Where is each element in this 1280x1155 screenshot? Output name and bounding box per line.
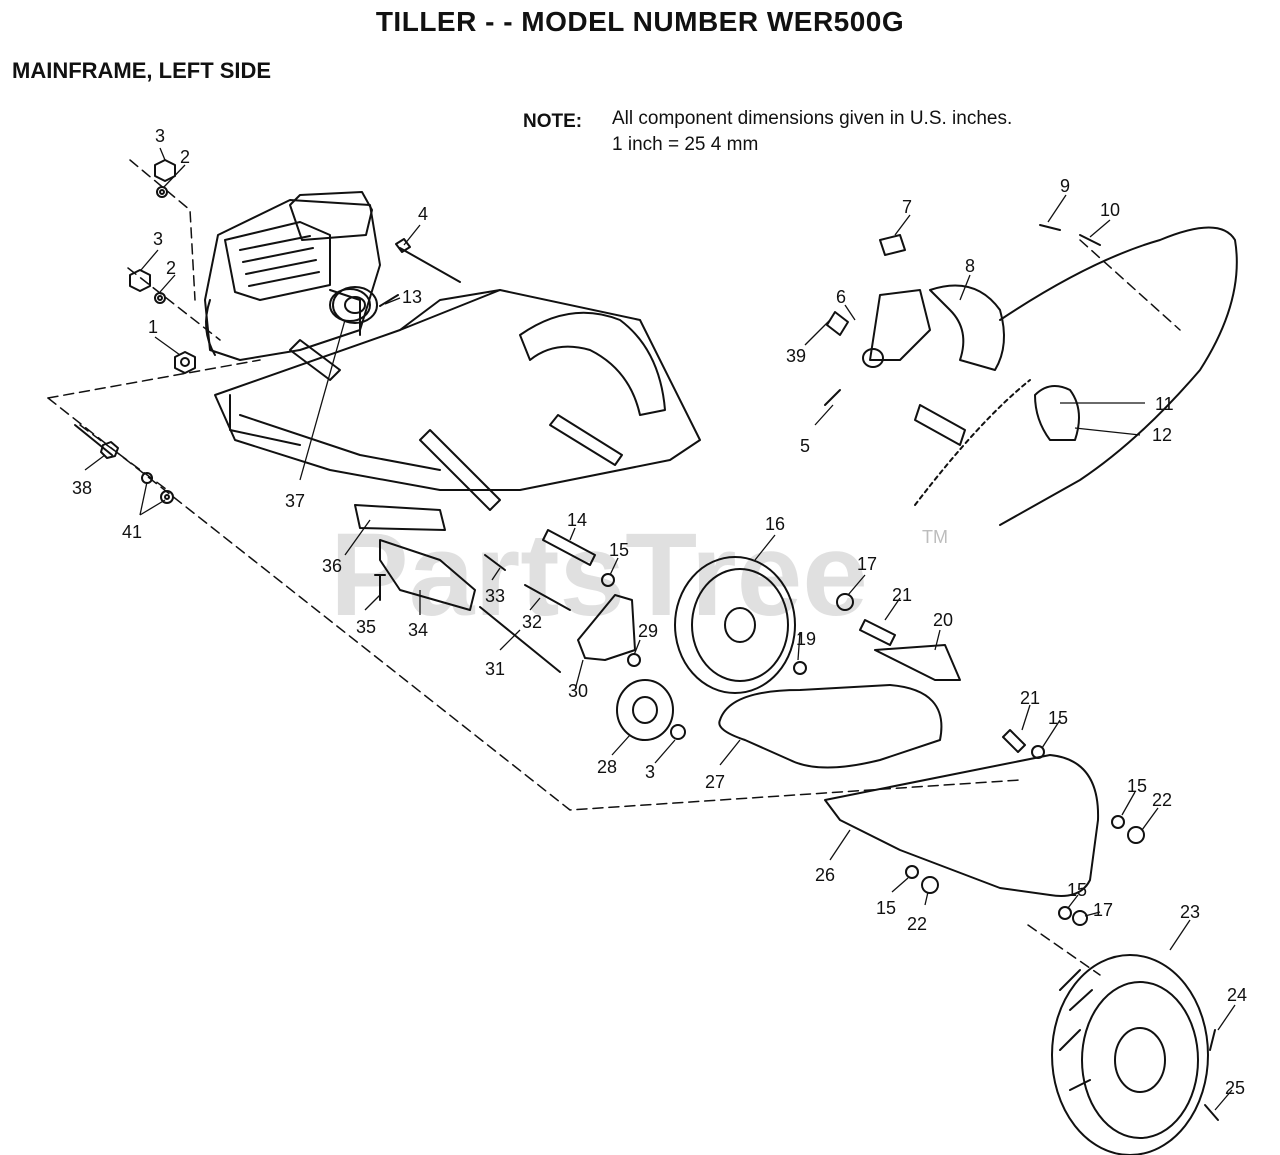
part-13-bolt	[379, 294, 399, 307]
part-15-nut-c	[1111, 815, 1125, 829]
watermark-tm: TM	[922, 527, 948, 547]
callout-32: 32	[522, 612, 542, 632]
part-34-bracket	[379, 539, 476, 611]
callout-13: 13	[402, 287, 422, 307]
callout-24: 24	[1227, 985, 1247, 1005]
part-31-bolt	[479, 606, 561, 673]
callout-3c: 3	[645, 762, 655, 782]
callout-41: 41	[122, 522, 142, 542]
part-21-spacer-b	[1002, 729, 1026, 753]
part-19-washer	[793, 661, 807, 675]
callout-19: 19	[796, 629, 816, 649]
part-27-belt	[718, 684, 943, 769]
callout-numbers: 3 2 3 2 1 4 13 37 38 41 36 35 34 33 32 1…	[72, 126, 1247, 1098]
callout-22b: 22	[907, 914, 927, 934]
part-23-wheel	[1051, 954, 1209, 1155]
note-line-1: All component dimensions given in U.S. i…	[612, 108, 1013, 129]
callout-14: 14	[567, 510, 587, 530]
callout-9: 9	[1060, 176, 1070, 196]
callout-15a: 15	[609, 540, 629, 560]
note-line-2: 1 inch = 25 4 mm	[612, 134, 759, 155]
callout-26: 26	[815, 865, 835, 885]
callout-2b: 2	[166, 258, 176, 278]
callout-4: 4	[418, 204, 428, 224]
callout-21a: 21	[892, 585, 912, 605]
callout-28: 28	[597, 757, 617, 777]
engine	[204, 191, 381, 361]
part-24-pin	[1209, 1029, 1216, 1051]
part-33-bolt	[484, 554, 506, 571]
mainframe	[214, 289, 701, 491]
note-text: All component dimensions given in U.S. i…	[612, 106, 1012, 158]
part-22-cap-a	[1127, 826, 1145, 844]
callout-17a: 17	[857, 554, 877, 574]
callout-1: 1	[148, 317, 158, 337]
part-3-nut	[670, 724, 686, 740]
callout-38: 38	[72, 478, 92, 498]
part-22-cap-b	[921, 876, 939, 894]
callout-3a: 3	[155, 126, 165, 146]
callout-23: 23	[1180, 902, 1200, 922]
callout-3b: 3	[153, 229, 163, 249]
callout-12: 12	[1152, 425, 1172, 445]
callout-10: 10	[1100, 200, 1120, 220]
callout-15c: 15	[1127, 776, 1147, 796]
part-15-nut-d	[905, 865, 919, 879]
section-subtitle: MAINFRAME, LEFT SIDE	[12, 58, 272, 83]
callout-22a: 22	[1152, 790, 1172, 810]
callout-leaders	[84, 147, 1236, 1111]
callout-2a: 2	[180, 147, 190, 167]
watermark-text: PartsTree	[330, 509, 868, 641]
callout-15b: 15	[1048, 708, 1068, 728]
callout-15d: 15	[876, 898, 896, 918]
callout-7: 7	[902, 197, 912, 217]
callout-29: 29	[638, 621, 658, 641]
part-38-41-hardware	[74, 424, 174, 504]
callout-20: 20	[933, 610, 953, 630]
part-15-nut-e	[1058, 906, 1072, 920]
part-16-large-pulley	[674, 556, 796, 694]
part-26-belt-cover	[824, 754, 1100, 897]
callout-5: 5	[800, 436, 810, 456]
part-29-spring	[627, 653, 641, 667]
part-1-nut	[174, 351, 196, 374]
callout-6: 6	[836, 287, 846, 307]
callout-11: 11	[1155, 394, 1174, 414]
part-37-drive-pulley	[329, 288, 371, 322]
callout-39: 39	[786, 346, 806, 366]
part-30-idler-arm	[577, 594, 636, 661]
part-21-spacer-a	[859, 619, 896, 646]
callout-17b: 17	[1093, 900, 1113, 920]
callout-31: 31	[485, 659, 505, 679]
callout-30: 30	[568, 681, 588, 701]
callout-33: 33	[485, 586, 505, 606]
part-14-spacer	[542, 529, 596, 566]
callout-35: 35	[356, 617, 376, 637]
shafts	[289, 286, 623, 511]
diagram-title: TILLER - - MODEL NUMBER WER500G	[375, 6, 905, 37]
part-28-idler-pulley	[616, 679, 674, 741]
part-36-bracket	[354, 504, 446, 531]
callout-36: 36	[322, 556, 342, 576]
callout-37: 37	[285, 491, 305, 511]
part-32-bolt	[524, 584, 571, 611]
callout-27: 27	[705, 772, 725, 792]
callout-21b: 21	[1020, 688, 1040, 708]
hood-detail-inset	[824, 224, 1238, 526]
callout-25: 25	[1225, 1078, 1245, 1098]
callout-8: 8	[965, 256, 975, 276]
part-20-bracket	[874, 644, 961, 681]
part-17-nut	[836, 593, 854, 611]
part-15-nut-a	[601, 573, 615, 587]
callout-15e: 15	[1067, 880, 1087, 900]
callout-16: 16	[765, 514, 785, 534]
callout-34: 34	[408, 620, 428, 640]
part-25-clip	[1204, 1104, 1219, 1121]
note-label: NOTE:	[523, 111, 583, 132]
tine-hood	[519, 311, 666, 416]
part-17-nut-b	[1072, 910, 1088, 926]
part-4-bolt	[395, 238, 461, 283]
